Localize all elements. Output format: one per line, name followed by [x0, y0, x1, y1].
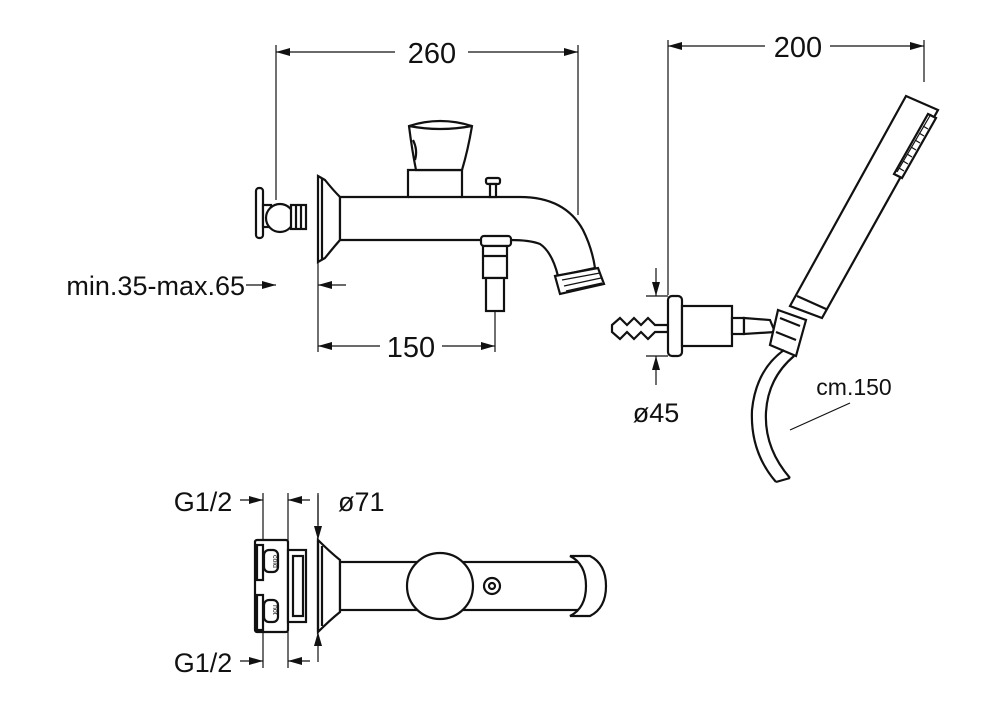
dim-wall-adjust: min.35-max.65 [66, 271, 245, 301]
marking-cold: cold [271, 555, 278, 568]
dim-wall-flange-diameter: ø45 [633, 398, 680, 428]
marking-hot: hot [271, 605, 278, 615]
dim-connection-bottom: G1/2 [174, 648, 233, 678]
dim-connection-top: G1/2 [174, 487, 233, 517]
bath-mixer-side-view: 260 min.35-ma [66, 38, 606, 364]
dim-handshower-length: 200 [774, 32, 822, 64]
bath-mixer-top-view: cold hot G1/2 ø71 [174, 487, 608, 678]
dim-spout-offset: 150 [387, 332, 435, 364]
dim-escutcheon-diameter: ø71 [338, 487, 385, 517]
dim-overall-length: 260 [408, 38, 456, 70]
handshower-view: 200 [610, 32, 940, 484]
dim-hose-length: cm.150 [816, 374, 891, 400]
